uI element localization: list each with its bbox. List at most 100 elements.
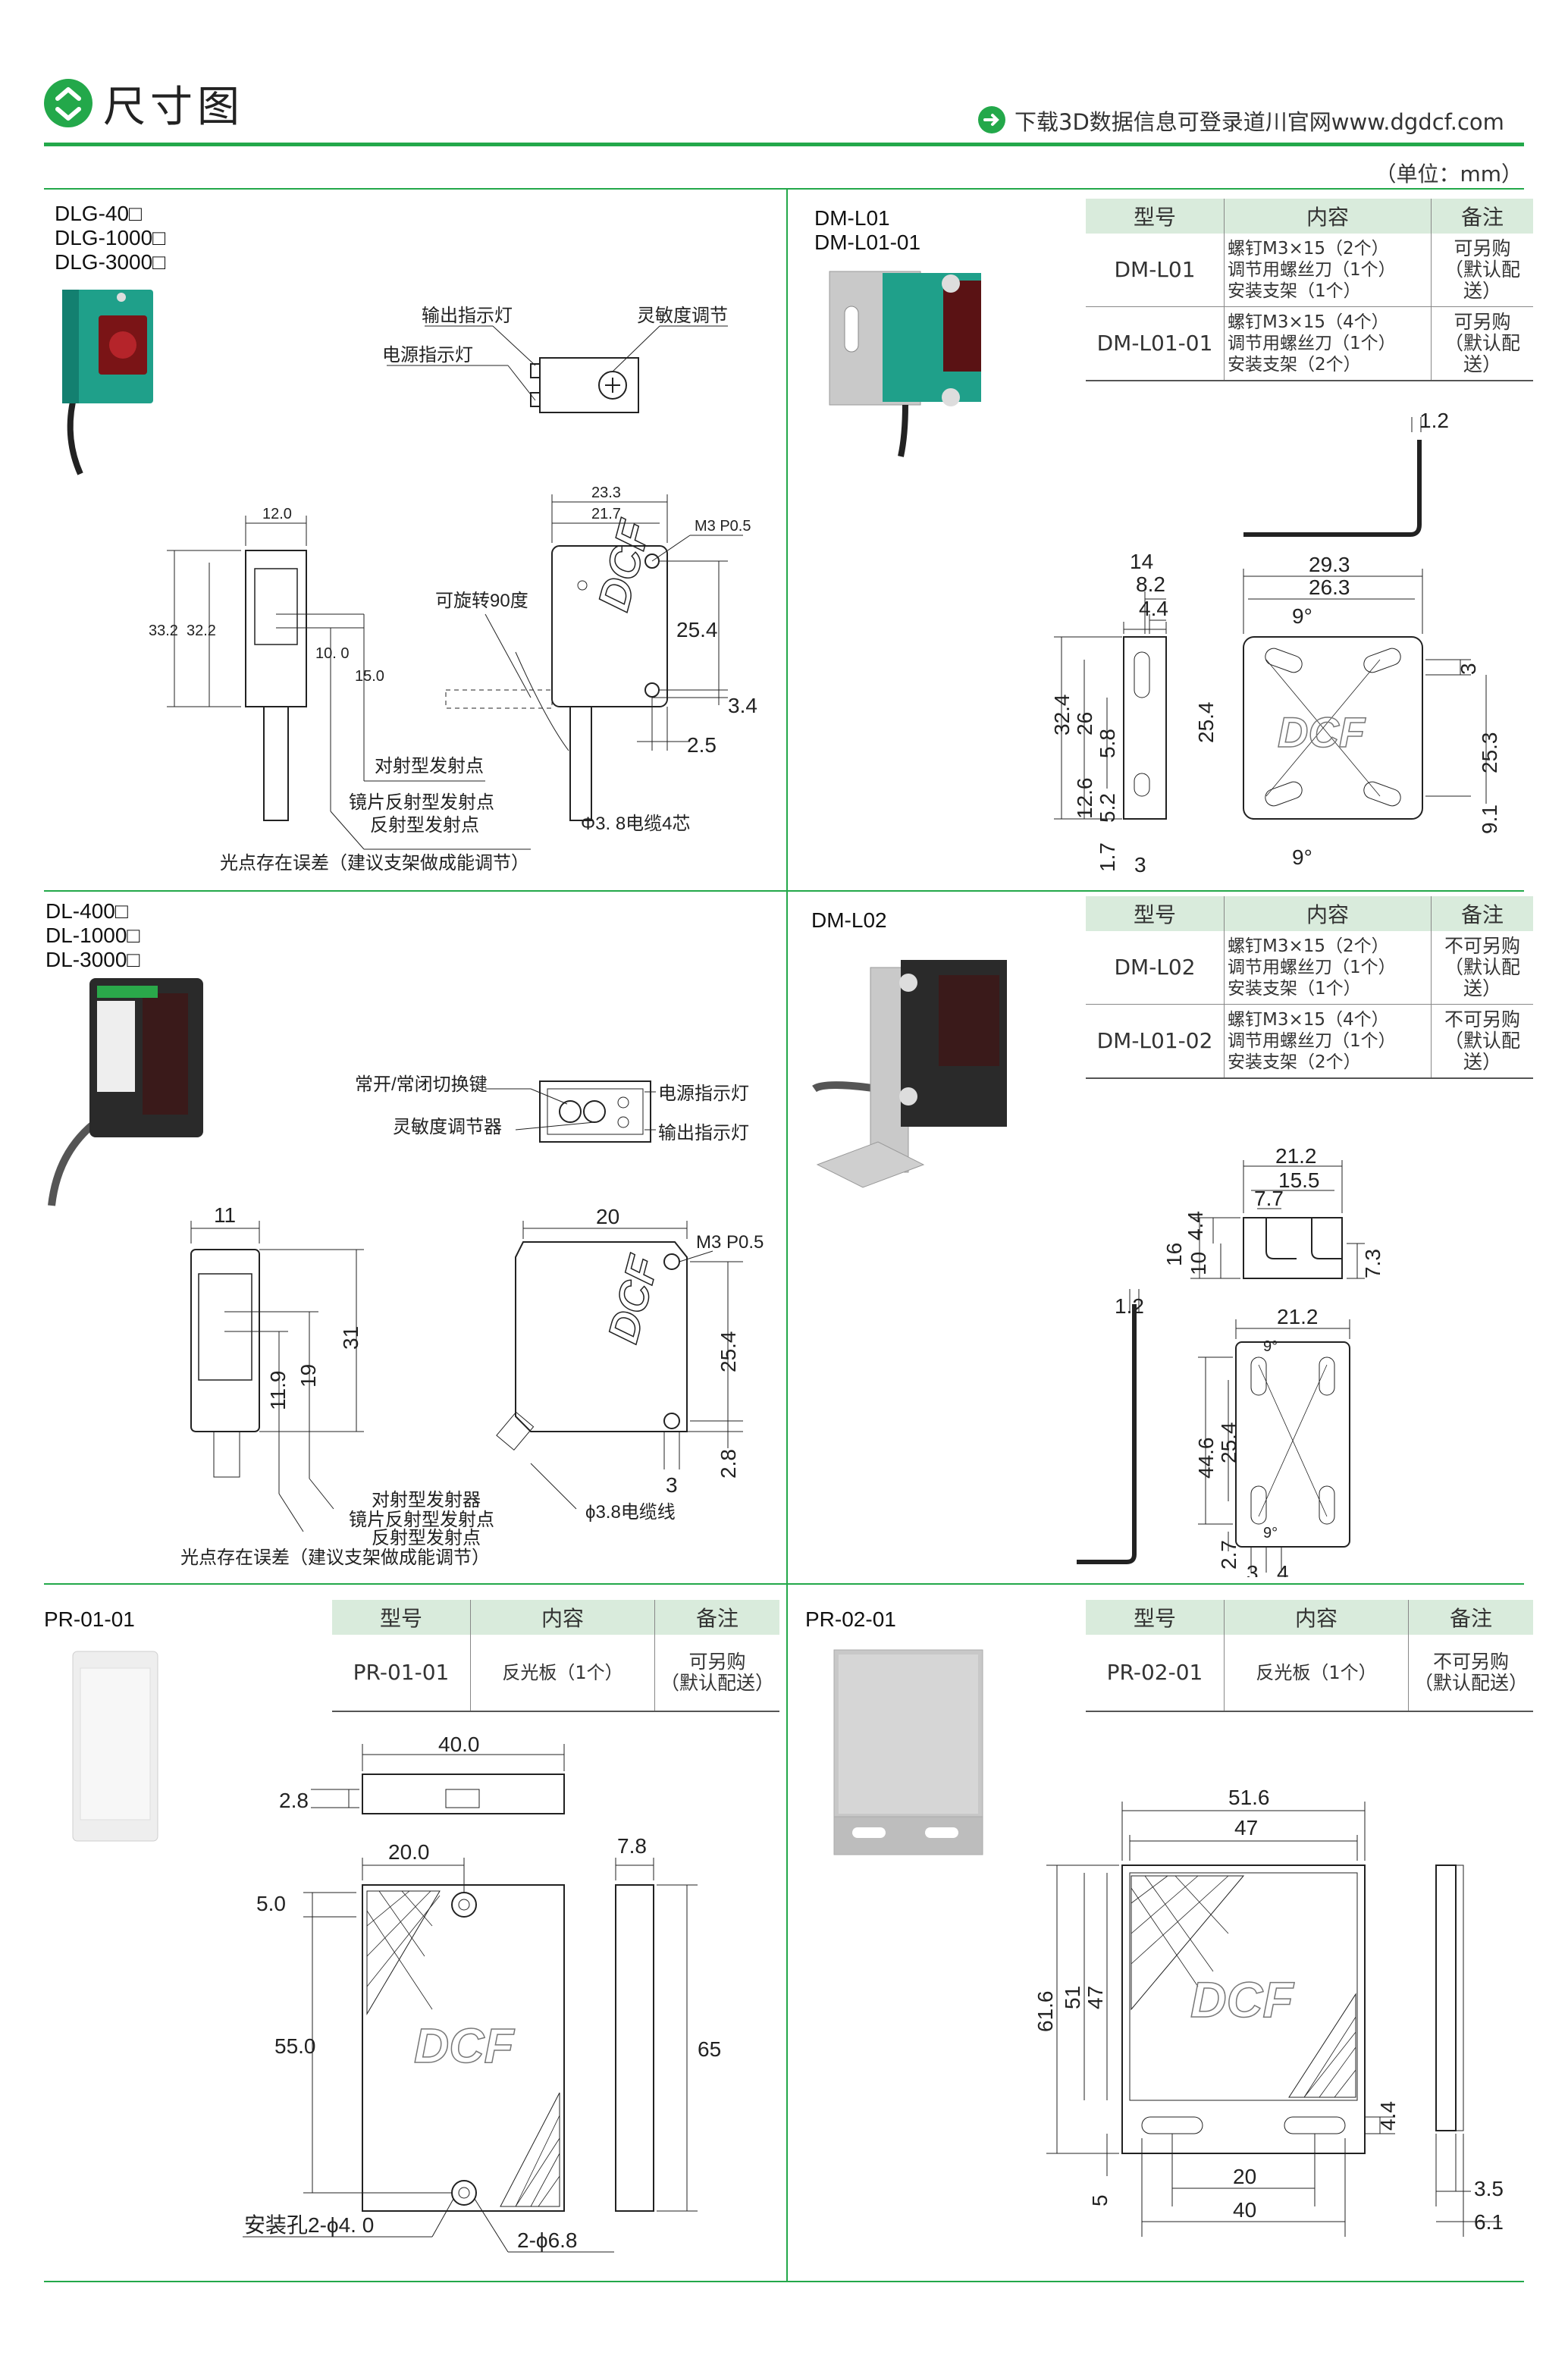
header-icon bbox=[44, 79, 93, 127]
svg-text:31: 31 bbox=[339, 1326, 362, 1350]
dcf-logo-pr02: DCF bbox=[1190, 1971, 1294, 2028]
dm-l02-dimension-drawing: 21.2 15.5 7.7 4.4 16 10 7.3 1.2 21.2 9° … bbox=[1077, 1144, 1385, 1577]
svg-text:61.6: 61.6 bbox=[1033, 1991, 1057, 2033]
svg-text:6.1: 6.1 bbox=[1474, 2210, 1504, 2234]
label-output-led: 输出指示灯 bbox=[422, 306, 513, 326]
svg-text:3: 3 bbox=[1247, 1561, 1259, 1577]
download-note: 下载3D数据信息可登录道川官网www.dgdcf.com bbox=[1014, 109, 1504, 135]
svg-text:23.3: 23.3 bbox=[591, 485, 621, 501]
svg-text:9.1: 9.1 bbox=[1478, 804, 1501, 834]
svg-text:2.7: 2.7 bbox=[1217, 1540, 1240, 1570]
section-title-pr-01-01: PR-01-01 bbox=[44, 1607, 135, 1631]
grid-line-top bbox=[44, 188, 1524, 190]
svg-text:5.8: 5.8 bbox=[1096, 729, 1119, 758]
grid-line-vertical bbox=[786, 188, 788, 2281]
table-row: DM-L01 螺钉M3×15（2个）调节用螺丝刀（1个）安装支架（1个） 可另购… bbox=[1086, 234, 1533, 307]
grid-line-row1 bbox=[44, 890, 1524, 892]
svg-text:26.3: 26.3 bbox=[1309, 576, 1350, 599]
svg-text:21.2: 21.2 bbox=[1277, 1305, 1319, 1328]
svg-text:15.0: 15.0 bbox=[355, 668, 384, 685]
svg-text:25.4: 25.4 bbox=[1217, 1422, 1240, 1464]
unit-label: （单位：mm） bbox=[1375, 162, 1523, 187]
svg-text:25.4: 25.4 bbox=[1194, 702, 1218, 744]
pr-01-01-table: 型号内容备注 PR-01-01 反光板（1个） 可另购（默认配送） bbox=[332, 1600, 779, 1712]
pr-02-01-table: 型号内容备注 PR-02-01 反光板（1个） 不可另购（默认配送） bbox=[1086, 1600, 1533, 1712]
svg-text:29.3: 29.3 bbox=[1309, 553, 1350, 576]
svg-text:9°: 9° bbox=[1292, 604, 1312, 628]
svg-text:3: 3 bbox=[1134, 853, 1146, 877]
section-title-dm-l02: DM-L02 bbox=[811, 908, 887, 932]
svg-text:26: 26 bbox=[1073, 712, 1096, 735]
svg-text:12.0: 12.0 bbox=[262, 506, 292, 522]
svg-text:25.4: 25.4 bbox=[676, 618, 718, 641]
svg-text:9°: 9° bbox=[1292, 845, 1312, 869]
section-title-pr-02-01: PR-02-01 bbox=[805, 1607, 896, 1631]
svg-text:M3 P0.5: M3 P0.5 bbox=[696, 1232, 764, 1253]
svg-text:65: 65 bbox=[698, 2037, 721, 2061]
label-switch: 常开/常闭切换键 bbox=[355, 1074, 488, 1095]
dm-l01-table: 型号内容备注 DM-L01 螺钉M3×15（2个）调节用螺丝刀（1个）安装支架（… bbox=[1086, 199, 1533, 381]
svg-text:2.5: 2.5 bbox=[687, 733, 717, 757]
label-mirror2: 反射型发射点 bbox=[370, 815, 479, 836]
svg-text:2.8: 2.8 bbox=[279, 1789, 309, 1812]
svg-text:10. 0: 10. 0 bbox=[315, 645, 349, 662]
svg-text:32.2: 32.2 bbox=[187, 623, 216, 639]
pr-01-01-photo bbox=[72, 1651, 158, 1842]
svg-text:7.7: 7.7 bbox=[1254, 1187, 1284, 1210]
svg-text:47: 47 bbox=[1083, 1986, 1107, 2009]
svg-text:3: 3 bbox=[666, 1473, 678, 1497]
table-row: DM-L01-01 螺钉M3×15（4个）调节用螺丝刀（1个）安装支架（2个） … bbox=[1086, 306, 1533, 381]
svg-text:2.8: 2.8 bbox=[717, 1449, 740, 1479]
label-note-dl: 光点存在误差（建议支架做成能调节） bbox=[180, 1548, 490, 1568]
svg-text:21.7: 21.7 bbox=[591, 506, 621, 522]
dlg-top-view: 输出指示灯 灵敏度调节 电源指示灯 bbox=[382, 306, 728, 413]
svg-text:1.2: 1.2 bbox=[1115, 1294, 1144, 1318]
svg-text:20.0: 20.0 bbox=[388, 1840, 430, 1864]
label-emitter: 对射型发射点 bbox=[375, 756, 484, 776]
grid-line-row2 bbox=[44, 1583, 1524, 1585]
svg-text:21.2: 21.2 bbox=[1275, 1144, 1317, 1168]
label-power-led-dl: 电源指示灯 bbox=[658, 1084, 749, 1104]
label-note: 光点存在误差（建议支架做成能调节） bbox=[220, 853, 529, 873]
label-mirror1: 镜片反射型发射点 bbox=[349, 792, 494, 813]
page-title: 尺寸图 bbox=[103, 83, 244, 132]
svg-text:12.6: 12.6 bbox=[1073, 778, 1096, 820]
svg-text:8.2: 8.2 bbox=[1136, 572, 1165, 596]
svg-text:3.4: 3.4 bbox=[728, 694, 757, 717]
table-row: DM-L01-02 螺钉M3×15（4个）调节用螺丝刀（1个）安装支架（2个） … bbox=[1086, 1004, 1533, 1079]
grid-line-bottom bbox=[44, 2281, 1524, 2282]
dcf-logo-dl: DCF bbox=[598, 1250, 667, 1347]
dcf-logo-pr01: DCF bbox=[414, 2018, 515, 2073]
svg-text:15.5: 15.5 bbox=[1278, 1168, 1320, 1192]
svg-text:11.9: 11.9 bbox=[266, 1371, 290, 1410]
dcf-logo-bracket: DCF bbox=[1278, 708, 1366, 756]
label-rotate: 可旋转90度 bbox=[435, 591, 528, 611]
svg-text:7.3: 7.3 bbox=[1361, 1249, 1385, 1278]
label-mirror2-dl: 反射型发射点 bbox=[372, 1528, 481, 1548]
label-hole2: 2-ϕ6.8 bbox=[517, 2228, 578, 2252]
dm-l01-photo bbox=[829, 271, 981, 457]
svg-text:40: 40 bbox=[1233, 2198, 1256, 2222]
svg-text:47: 47 bbox=[1234, 1816, 1258, 1839]
svg-text:11: 11 bbox=[214, 1203, 236, 1227]
svg-text:1.2: 1.2 bbox=[1419, 409, 1449, 432]
label-output-led-dl: 输出指示灯 bbox=[658, 1123, 749, 1143]
svg-text:51: 51 bbox=[1061, 1986, 1084, 2009]
svg-text:1.7: 1.7 bbox=[1096, 842, 1119, 872]
label-mirror1-dl: 镜片反射型发射点 bbox=[349, 1510, 494, 1530]
svg-text:20: 20 bbox=[596, 1205, 619, 1228]
dl-sensor-photo bbox=[48, 978, 203, 1206]
pr-01-01-dimension-drawing: 40.0 2.8 DCF 20.0 5.0 55.0 7.8 65 安装孔2-ϕ… bbox=[243, 1733, 721, 2253]
dm-l02-table: 型号内容备注 DM-L02 螺钉M3×15（2个）调节用螺丝刀（1个）安装支架（… bbox=[1086, 896, 1533, 1079]
svg-text:32.4: 32.4 bbox=[1050, 695, 1074, 736]
svg-text:33.2: 33.2 bbox=[149, 623, 178, 639]
svg-text:25.3: 25.3 bbox=[1478, 732, 1501, 774]
svg-text:9°: 9° bbox=[1263, 1525, 1278, 1541]
svg-text:5.2: 5.2 bbox=[1096, 793, 1119, 823]
svg-text:25.4: 25.4 bbox=[717, 1331, 740, 1373]
dlg-dimension-drawing: 输出指示灯 灵敏度调节 电源指示灯 12.0 33.2 32.2 10. 0 1… bbox=[149, 306, 757, 873]
svg-text:4.4: 4.4 bbox=[1376, 2101, 1400, 2131]
svg-text:7.8: 7.8 bbox=[617, 1834, 647, 1858]
svg-text:4: 4 bbox=[1277, 1561, 1289, 1577]
pr-02-01-photo bbox=[833, 1649, 983, 1855]
